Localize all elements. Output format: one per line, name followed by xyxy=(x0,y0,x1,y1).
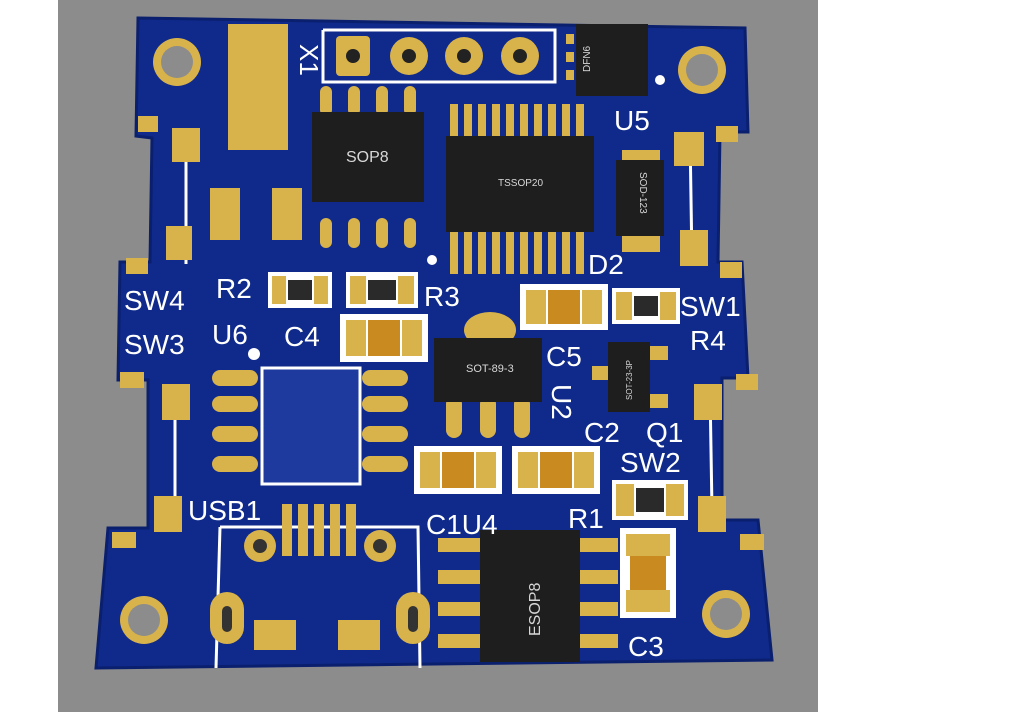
label-c5: C5 xyxy=(546,341,582,372)
sot89-chip xyxy=(434,312,542,438)
label-u5: U5 xyxy=(614,105,650,136)
label-u6: U6 xyxy=(212,319,248,350)
chip-label-esop8: ESOP8 xyxy=(527,583,544,636)
label-sw1: SW1 xyxy=(680,291,741,322)
label-r4: R4 xyxy=(690,325,726,356)
mounting-holes xyxy=(120,38,750,644)
label-x1: X1 xyxy=(294,44,324,76)
label-sw4: SW4 xyxy=(124,285,185,316)
sod123-diode xyxy=(616,150,664,252)
label-sw2: SW2 xyxy=(620,447,681,478)
tssop20-chip xyxy=(446,104,594,274)
u6-chip xyxy=(212,348,408,486)
chip-label-dfn6: DFN6 xyxy=(582,45,593,72)
esop8-chip xyxy=(438,530,618,662)
label-q1: Q1 xyxy=(646,417,683,448)
label-sw3: SW3 xyxy=(124,329,185,360)
chip-label-sot23: SOT-23-3P xyxy=(625,360,634,400)
crystal-pad xyxy=(228,24,288,150)
dfn6-chip xyxy=(566,24,648,96)
sop8-chip xyxy=(312,86,424,248)
label-c1-u4: C1U4 xyxy=(426,509,498,540)
label-r1: R1 xyxy=(568,503,604,534)
label-usb1: USB1 xyxy=(188,495,261,526)
label-d2: D2 xyxy=(588,249,624,280)
label-c4: C4 xyxy=(284,321,320,352)
switch-pads xyxy=(112,116,764,550)
label-c2: C2 xyxy=(584,417,620,448)
label-c3: C3 xyxy=(628,631,664,662)
header-x1-pads xyxy=(336,36,539,76)
chip-label-sot89: SOT-89-3 xyxy=(466,363,514,375)
passive-components xyxy=(268,272,688,618)
chip-label-tssop20: TSSOP20 xyxy=(498,178,543,189)
chip-label-sop8: SOP8 xyxy=(346,149,389,166)
sot23-chip xyxy=(592,342,668,412)
label-r3: R3 xyxy=(424,281,460,312)
usb-connector xyxy=(210,504,430,650)
label-r2: R2 xyxy=(216,273,252,304)
chip-label-sod123: SOD-123 xyxy=(637,172,648,214)
vias xyxy=(427,75,665,265)
label-u2: U2 xyxy=(546,384,577,420)
